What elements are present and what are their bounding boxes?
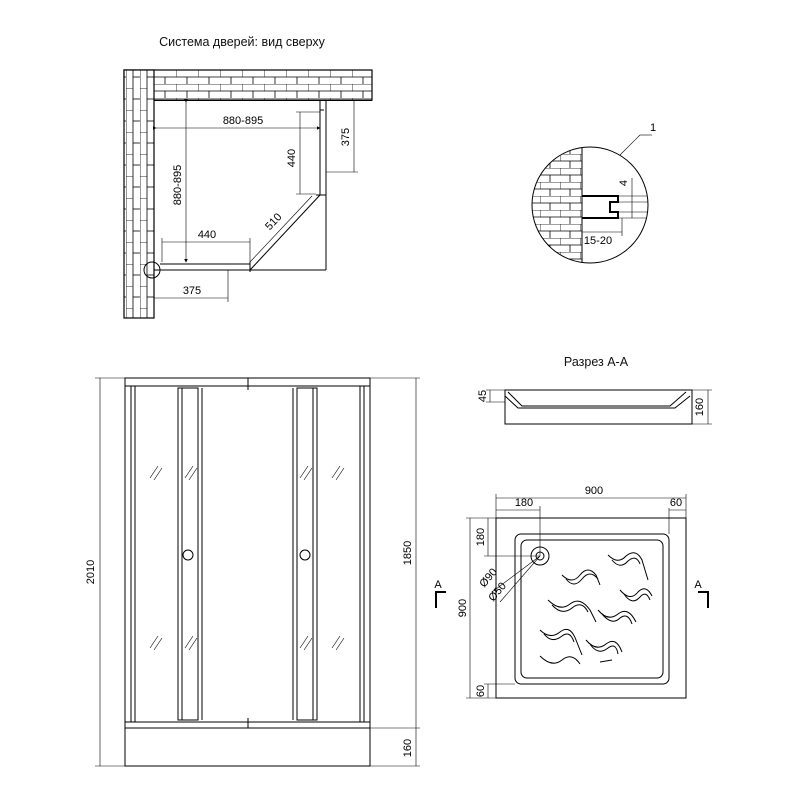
- tray-width: 900: [585, 485, 603, 497]
- section-view: Разрез А-А 45 160: [477, 355, 712, 425]
- dim-door-height: 1850: [402, 541, 414, 565]
- front-frame: [124, 377, 371, 767]
- tray-depth: 900: [457, 599, 469, 617]
- section-dim-45: 45: [477, 390, 489, 402]
- left-handle: [182, 549, 194, 561]
- dim-right-375: 375: [340, 128, 352, 146]
- tray-inner: [514, 533, 670, 685]
- tray-rim-x: 60: [670, 497, 682, 509]
- detail-callout: 1: [650, 122, 656, 134]
- tray-offset-y: 180: [475, 528, 487, 546]
- section-marker-left: A: [434, 579, 442, 591]
- dim-door-bottom: 440: [198, 229, 216, 241]
- detail-circle: [531, 146, 649, 264]
- detail-dim-4: 4: [618, 180, 630, 186]
- front-view: 2010 1850 160: [85, 377, 420, 767]
- section-title: Разрез А-А: [564, 355, 629, 369]
- anti-slip-pattern: [539, 552, 653, 665]
- dim-depth: 880-895: [172, 165, 184, 205]
- dim-bottom-375: 375: [183, 285, 201, 297]
- detail-dim-gap: 15-20: [584, 235, 612, 247]
- tray-top-view: 900 180 60 900 180 60 Ø90 Ø50 A A: [434, 485, 709, 699]
- tray-rim-y: 60: [475, 685, 487, 697]
- wall-left: [123, 69, 155, 319]
- section-dim-160: 160: [694, 398, 706, 416]
- dim-width: 880-895: [223, 115, 263, 127]
- plan-view: Система дверей: вид сверху 880-895 880-8…: [123, 35, 373, 319]
- dim-door-right: 440: [286, 149, 298, 167]
- corner-profile-circle: [143, 261, 161, 279]
- plan-title: Система дверей: вид сверху: [159, 35, 326, 49]
- section-marker-right: A: [694, 579, 702, 591]
- dim-total-height: 2010: [85, 560, 97, 584]
- tray-outline: [495, 517, 687, 699]
- right-handle: [299, 549, 311, 561]
- wall-top: [123, 69, 373, 101]
- right-door-profile: [296, 387, 318, 721]
- left-door-profile: [177, 387, 199, 721]
- tray-offset-x: 180: [515, 497, 533, 509]
- dim-diagonal: 510: [263, 211, 284, 233]
- detail-view: 1 4 15-20: [531, 122, 656, 264]
- dim-tray-height: 160: [402, 739, 414, 757]
